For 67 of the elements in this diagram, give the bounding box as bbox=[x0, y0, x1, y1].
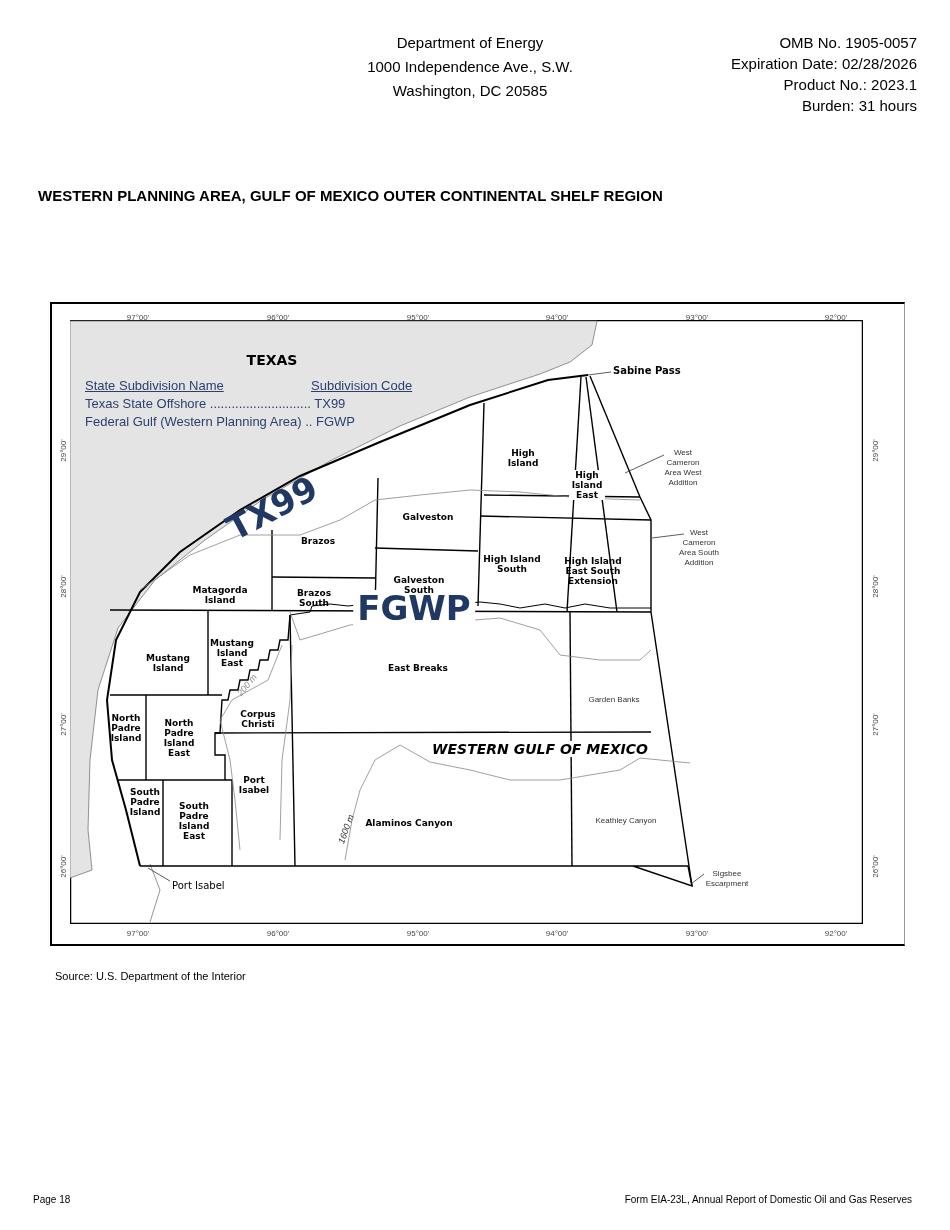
leader-line bbox=[690, 873, 705, 885]
depth-label: 200 m bbox=[235, 672, 259, 698]
longitude-tick-label: 92°00' bbox=[824, 313, 848, 322]
area-label: North Padre Island bbox=[109, 713, 143, 743]
longitude-tick-label: 95°00' bbox=[406, 313, 430, 322]
header-text: Department of Energy bbox=[396, 33, 544, 53]
area-label: Sigsbee Escarpment bbox=[697, 869, 757, 889]
longitude-tick-label: 93°00' bbox=[685, 313, 709, 322]
table-row: Federal Gulf (Western Planning Area) .. FGWP bbox=[85, 414, 355, 430]
latitude-tick-label: 29°00' bbox=[58, 439, 68, 462]
place-label: Sabine Pass bbox=[613, 366, 681, 376]
longitude-tick-label: 96°00' bbox=[266, 313, 290, 322]
depth-label: 1600 m bbox=[336, 813, 356, 845]
area-label: Galveston bbox=[402, 512, 454, 522]
longitude-tick-label: 95°00' bbox=[406, 929, 430, 938]
form-info-text: Burden: 31 hours bbox=[801, 96, 917, 116]
place-label: Port Isabel bbox=[172, 880, 225, 892]
latitude-tick-label: 27°00' bbox=[58, 713, 68, 736]
longitude-tick-label: 97°00' bbox=[126, 313, 150, 322]
area-label: West Cameron Area South Addition bbox=[676, 528, 722, 568]
area-label: Corpus Christi bbox=[239, 709, 277, 729]
form-info-text: Product No.: 2023.1 bbox=[783, 75, 917, 95]
longitude-tick-label: 94°00' bbox=[545, 313, 569, 322]
area-label: Alaminos Canyon bbox=[365, 818, 453, 828]
longitude-tick-label: 93°00' bbox=[685, 929, 709, 938]
leader-line bbox=[624, 454, 665, 474]
table-row: Texas State Offshore ............................ TX99 bbox=[85, 396, 346, 412]
area-label: North Padre Island East bbox=[162, 718, 196, 758]
header-text: Washington, DC 20585 bbox=[392, 81, 548, 101]
leader-line bbox=[587, 371, 612, 376]
table-heading: State Subdivision Name bbox=[85, 378, 224, 394]
longitude-tick-label: 97°00' bbox=[126, 929, 150, 938]
caption: Source: U.S. Department of the Interior bbox=[55, 969, 246, 984]
area-label: East Breaks bbox=[388, 663, 448, 673]
latitude-tick-label: 26°00' bbox=[870, 855, 880, 878]
area-label: West Cameron Area West Addition bbox=[660, 448, 706, 488]
latitude-tick-label: 29°00' bbox=[870, 439, 880, 462]
title: WESTERN PLANNING AREA, GULF OF MEXICO OUTER CONTINENTAL SHELF REGION bbox=[38, 186, 663, 206]
form-info-text: OMB No. 1905-0057 bbox=[779, 33, 917, 53]
longitude-tick-label: 96°00' bbox=[266, 929, 290, 938]
area-label: High Island East bbox=[569, 470, 605, 500]
area-label: South Padre Island East bbox=[177, 801, 211, 841]
latitude-tick-label: 28°00' bbox=[58, 575, 68, 598]
table-heading: Subdivision Code bbox=[311, 378, 413, 394]
longitude-tick-label: 94°00' bbox=[545, 929, 569, 938]
page-number: Page 18 bbox=[33, 1193, 71, 1207]
area-label: Brazos South bbox=[295, 588, 333, 608]
form-info-text: Expiration Date: 02/28/2026 bbox=[731, 54, 917, 74]
area-label: Mustang Island East bbox=[209, 638, 255, 668]
area-label: South Padre Island bbox=[128, 787, 162, 817]
latitude-tick-label: 28°00' bbox=[870, 575, 880, 598]
area-label: Port Isabel bbox=[237, 775, 271, 795]
leader-line bbox=[651, 533, 685, 539]
leader-line bbox=[147, 867, 171, 882]
area-label: Brazos bbox=[300, 536, 336, 546]
latitude-tick-label: 26°00' bbox=[58, 855, 68, 878]
area-label: Mustang Island bbox=[145, 653, 191, 673]
area-label: High Island bbox=[506, 448, 540, 468]
area-label: Matagorda Island bbox=[191, 585, 249, 605]
state-label: TEXAS bbox=[246, 351, 298, 370]
header-text: 1000 Independence Ave., S.W. bbox=[367, 57, 573, 77]
longitude-tick-label: 92°00' bbox=[824, 929, 848, 938]
area-label: Keathley Canyon bbox=[595, 816, 657, 826]
latitude-tick-label: 27°00' bbox=[870, 713, 880, 736]
footer-text: Form EIA-23L, Annual Report of Domestic Oil and Gas Reserves bbox=[624, 1193, 912, 1207]
area-label: High Island South bbox=[482, 554, 542, 574]
area-label: Garden Banks bbox=[588, 695, 640, 705]
